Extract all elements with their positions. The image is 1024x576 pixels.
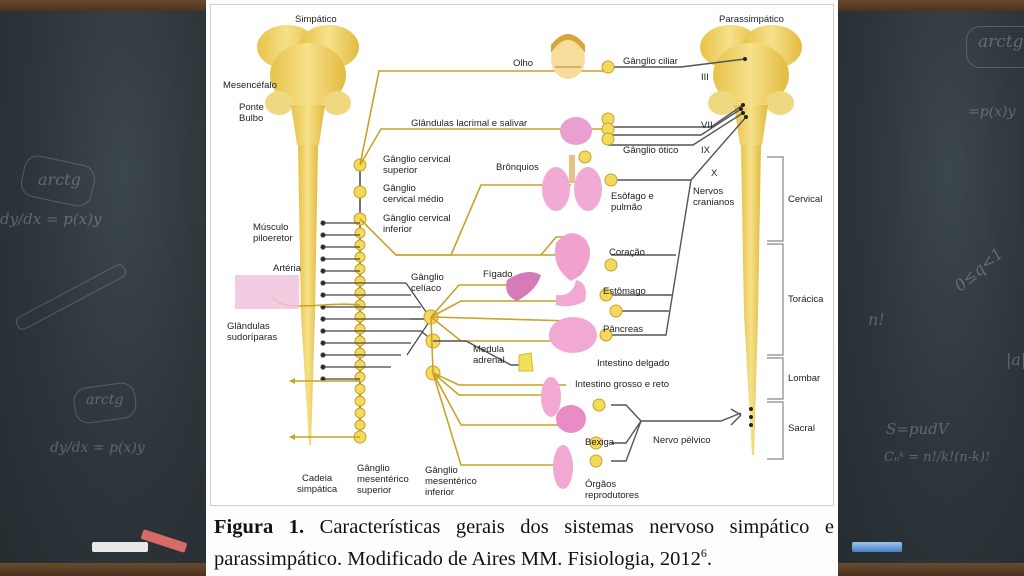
chalk-note: Cₙᵏ = n!/k!(n-k)! xyxy=(884,450,991,465)
label-artery: Artéria xyxy=(273,263,301,274)
heart-illustration xyxy=(555,233,590,281)
caption-reference: 6 xyxy=(700,546,707,560)
label-cranial-nerve-III: III xyxy=(701,72,709,83)
spinal-region-brackets xyxy=(767,156,784,460)
label-otic-ganglion: Gânglio ótico xyxy=(623,145,679,156)
label-esophagus-lung: Esôfago e pulmão xyxy=(611,191,654,213)
label-pancreas: Pâncreas xyxy=(603,324,644,335)
autonomic-nervous-system-figure: Simpático Parassimpático Mesencéfalo Pon… xyxy=(210,4,834,506)
parasympathetic-fibers xyxy=(433,58,747,462)
chalk-note: arctg xyxy=(86,392,124,408)
intestines-illustration xyxy=(541,317,597,417)
heading-parasympathetic: Parassimpático xyxy=(719,14,784,25)
chalk-note: S=pudV xyxy=(886,420,949,438)
chalk-note: |a| xyxy=(1006,350,1024,369)
parasympathetic-terminal-ganglia xyxy=(578,60,623,468)
label-bronchi: Brônquios xyxy=(496,162,539,173)
liver-illustration xyxy=(506,271,541,301)
label-pelvic-nerve: Nervo pélvico xyxy=(653,435,711,446)
chalk-drawing-compass xyxy=(13,262,129,332)
label-pons-medulla: Ponte Bulbo xyxy=(239,102,264,124)
label-cranial-nerve-IX: IX xyxy=(701,145,710,156)
label-ciliary-ganglion: Gânglio ciliar xyxy=(623,56,678,67)
white-chalk-stick xyxy=(92,542,148,552)
reproductive-illustration xyxy=(553,445,573,489)
chalk-drawing xyxy=(966,26,1024,68)
parasympathetic-spinal-cord xyxy=(741,145,761,455)
caption-label: Figura 1. xyxy=(214,516,305,538)
label-lacrimal-salivary-glands: Glândulas lacrimal e salivar xyxy=(411,118,528,129)
chalk-note: dy/dx = p(x)y xyxy=(0,210,102,228)
label-superior-cervical-ganglion: Gânglio cervical superior xyxy=(383,154,451,176)
label-piloerector-muscle: Músculo piloeretor xyxy=(253,222,293,244)
sympathetic-preganglionic-fibers xyxy=(320,220,434,382)
parasympathetic-brainstem xyxy=(700,25,802,145)
label-region-cervical: Cervical xyxy=(788,194,823,205)
skin-patch xyxy=(235,275,299,309)
lungs-illustration xyxy=(542,155,602,211)
label-adrenal-medulla: Medula adrenal xyxy=(473,344,505,366)
slide-page: Simpático Parassimpático Mesencéfalo Pon… xyxy=(206,0,838,576)
sympathetic-postganglionic-fibers xyxy=(270,70,611,466)
label-small-intestine: Intestino delgado xyxy=(597,358,670,369)
face-illustration xyxy=(551,34,585,79)
label-sweat-glands: Glândulas sudoríparas xyxy=(227,321,278,343)
label-eye: Olho xyxy=(513,58,534,69)
chalkboard-left: arctg dy/dx = p(x)y arctg dy/dx = p(x)y xyxy=(0,0,206,576)
glands-illustration xyxy=(560,117,592,145)
label-sympathetic-chain: Cadeia simpática xyxy=(297,473,338,495)
label-large-intestine-rectum: Intestino grosso e reto xyxy=(575,379,669,390)
sympathetic-spinal-cord xyxy=(298,145,318,445)
chalk-note: =p(x)y xyxy=(968,104,1016,120)
adrenal-illustration xyxy=(518,352,534,372)
heading-sympathetic: Simpático xyxy=(295,14,337,25)
blue-chalk-stick xyxy=(852,542,902,552)
chalk-note: n! xyxy=(868,310,885,329)
chalk-note: arctg xyxy=(978,32,1024,52)
label-middle-cervical-ganglion: Gânglio cervical médio xyxy=(383,183,444,205)
label-heart: Coração xyxy=(609,247,645,258)
label-region-thoracic: Torácica xyxy=(788,294,824,305)
label-stomach: Estômago xyxy=(603,286,646,297)
label-inferior-mesenteric-ganglion: Gânglio mesentérico inferior xyxy=(425,465,477,498)
label-superior-mesenteric-ganglion: Gânglio mesentérico superior xyxy=(357,463,409,496)
label-cranial-nerve-X: X xyxy=(711,168,718,179)
label-reproductive-organs: Órgãos reprodutores xyxy=(585,479,639,501)
figure-caption: Figura 1. Características gerais dos sis… xyxy=(214,514,834,572)
diagram-canvas xyxy=(235,25,802,489)
chalk-note: dy/dx = p(x)y xyxy=(50,440,145,456)
label-region-lumbar: Lombar xyxy=(788,373,821,384)
label-celiac-ganglion: Gânglio celíaco xyxy=(411,272,444,294)
label-liver: Fígado xyxy=(483,269,513,280)
label-midbrain: Mesencéfalo xyxy=(223,80,277,91)
label-cranial-nerves: Nervos cranianos xyxy=(693,186,735,208)
chalk-note: arctg xyxy=(38,170,81,189)
label-inferior-cervical-ganglion: Gânglio cervical inferior xyxy=(383,213,451,235)
chalk-note: 0≤q<1 xyxy=(950,243,1007,296)
label-region-sacral: Sacral xyxy=(788,423,815,434)
sympathetic-brainstem xyxy=(257,25,359,145)
chalkboard-right: arctg =p(x)y 0≤q<1 n! S=pudV Cₙᵏ = n!/k!… xyxy=(838,0,1024,576)
caption-end: . xyxy=(706,547,712,570)
label-cranial-nerve-VII: VII xyxy=(701,120,713,131)
label-bladder: Bexiga xyxy=(585,437,615,448)
caption-text: Características gerais dos sistemas nerv… xyxy=(214,516,835,570)
bladder-illustration xyxy=(556,405,586,433)
stomach-illustration xyxy=(556,280,586,307)
